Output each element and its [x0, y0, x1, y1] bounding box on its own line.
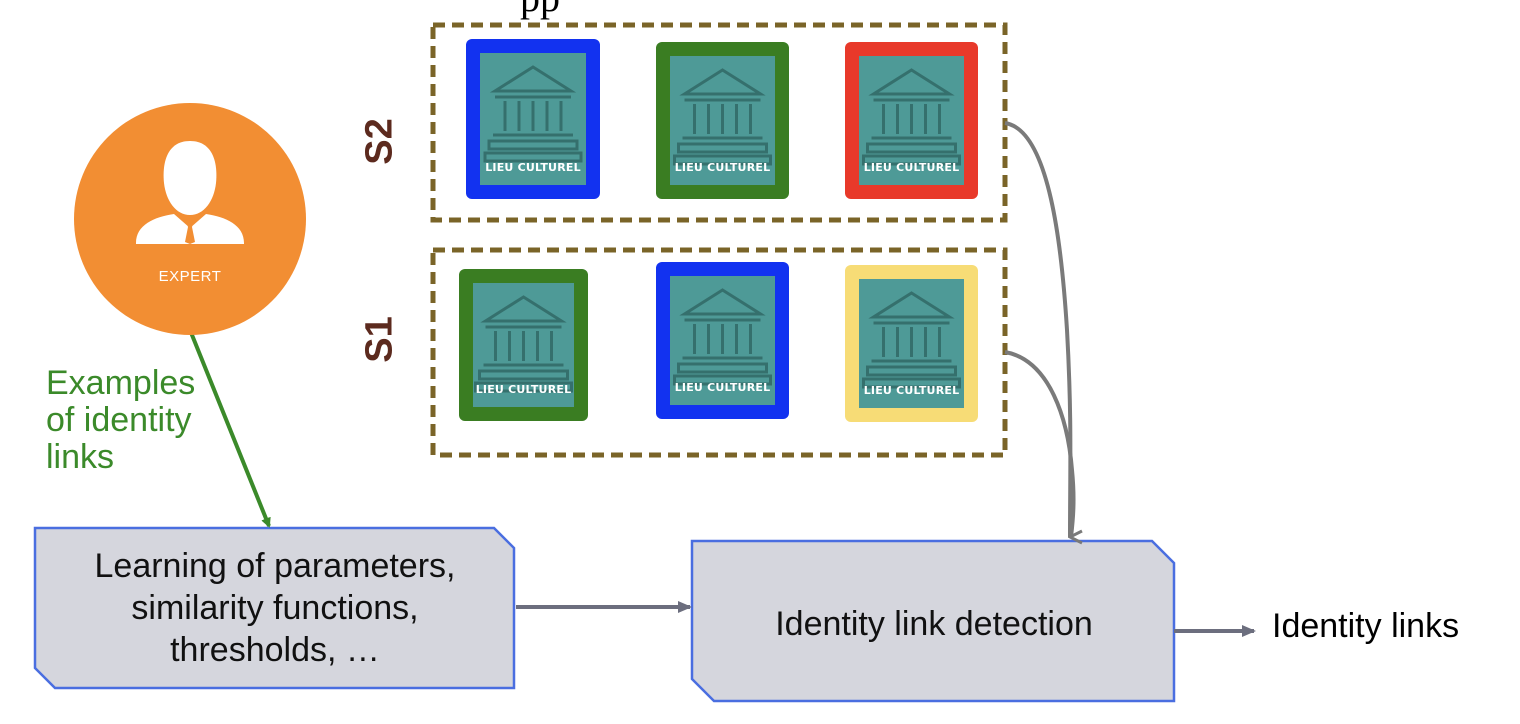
learning-line: similarity functions,	[131, 589, 419, 627]
top-clipped-text: pp	[520, 0, 560, 21]
source-label-s2: S2	[358, 118, 401, 165]
examples-arrow	[188, 329, 271, 528]
examples-line: Examples	[46, 364, 196, 402]
museum-icon	[483, 65, 583, 163]
museum-icon	[862, 68, 961, 166]
person-icon	[136, 141, 244, 244]
tiles-layer: LIEU CULTUREL LIEU CULTUREL LIEU CULTUREL L…	[459, 39, 978, 422]
detection-box	[690, 539, 1176, 703]
learning-line: Learning of parameters,	[94, 547, 456, 585]
museum-tile-label: LIEU CULTUREL	[675, 161, 771, 174]
expert-label: EXPERT	[158, 268, 222, 285]
museum-tile-label: LIEU CULTUREL	[675, 381, 771, 394]
museum-tile-label: LIEU CULTUREL	[864, 161, 960, 174]
s1-to-detection-connector	[1004, 350, 1076, 538]
museum-tile: LIEU CULTUREL	[459, 269, 588, 421]
source-label-s1: S1	[358, 316, 401, 363]
museum-tile-label: LIEU CULTUREL	[864, 384, 960, 397]
museum-icon	[474, 295, 573, 393]
museum-tile: LIEU CULTUREL	[656, 262, 789, 419]
output-label: Identity links	[1272, 607, 1460, 645]
source-frame-s2	[430, 22, 1008, 223]
expert-avatar	[74, 103, 306, 335]
museum-tile-label: LIEU CULTUREL	[485, 161, 581, 174]
museum-tile: LIEU CULTUREL	[656, 42, 789, 199]
detection-box-label: Identity link detection	[775, 605, 1093, 643]
museum-tile-label: LIEU CULTUREL	[476, 383, 572, 396]
examples-line: of identity	[46, 401, 192, 439]
museum-icon	[673, 288, 772, 386]
museum-tile: LIEU CULTUREL	[466, 39, 600, 199]
learning-line: thresholds, …	[170, 631, 380, 669]
learning-box	[33, 526, 516, 690]
s2-to-detection-connector	[1004, 121, 1070, 537]
examples-of-identity-links-text: Examples of identity links	[46, 365, 195, 476]
museum-icon	[673, 68, 772, 166]
museum-icon	[862, 291, 961, 389]
museum-tile: LIEU CULTUREL	[845, 265, 978, 422]
learning-box-text: Learning of parameters, similarity funct…	[38, 545, 512, 671]
examples-line: links	[46, 438, 115, 476]
museum-tile: LIEU CULTUREL	[845, 42, 978, 199]
